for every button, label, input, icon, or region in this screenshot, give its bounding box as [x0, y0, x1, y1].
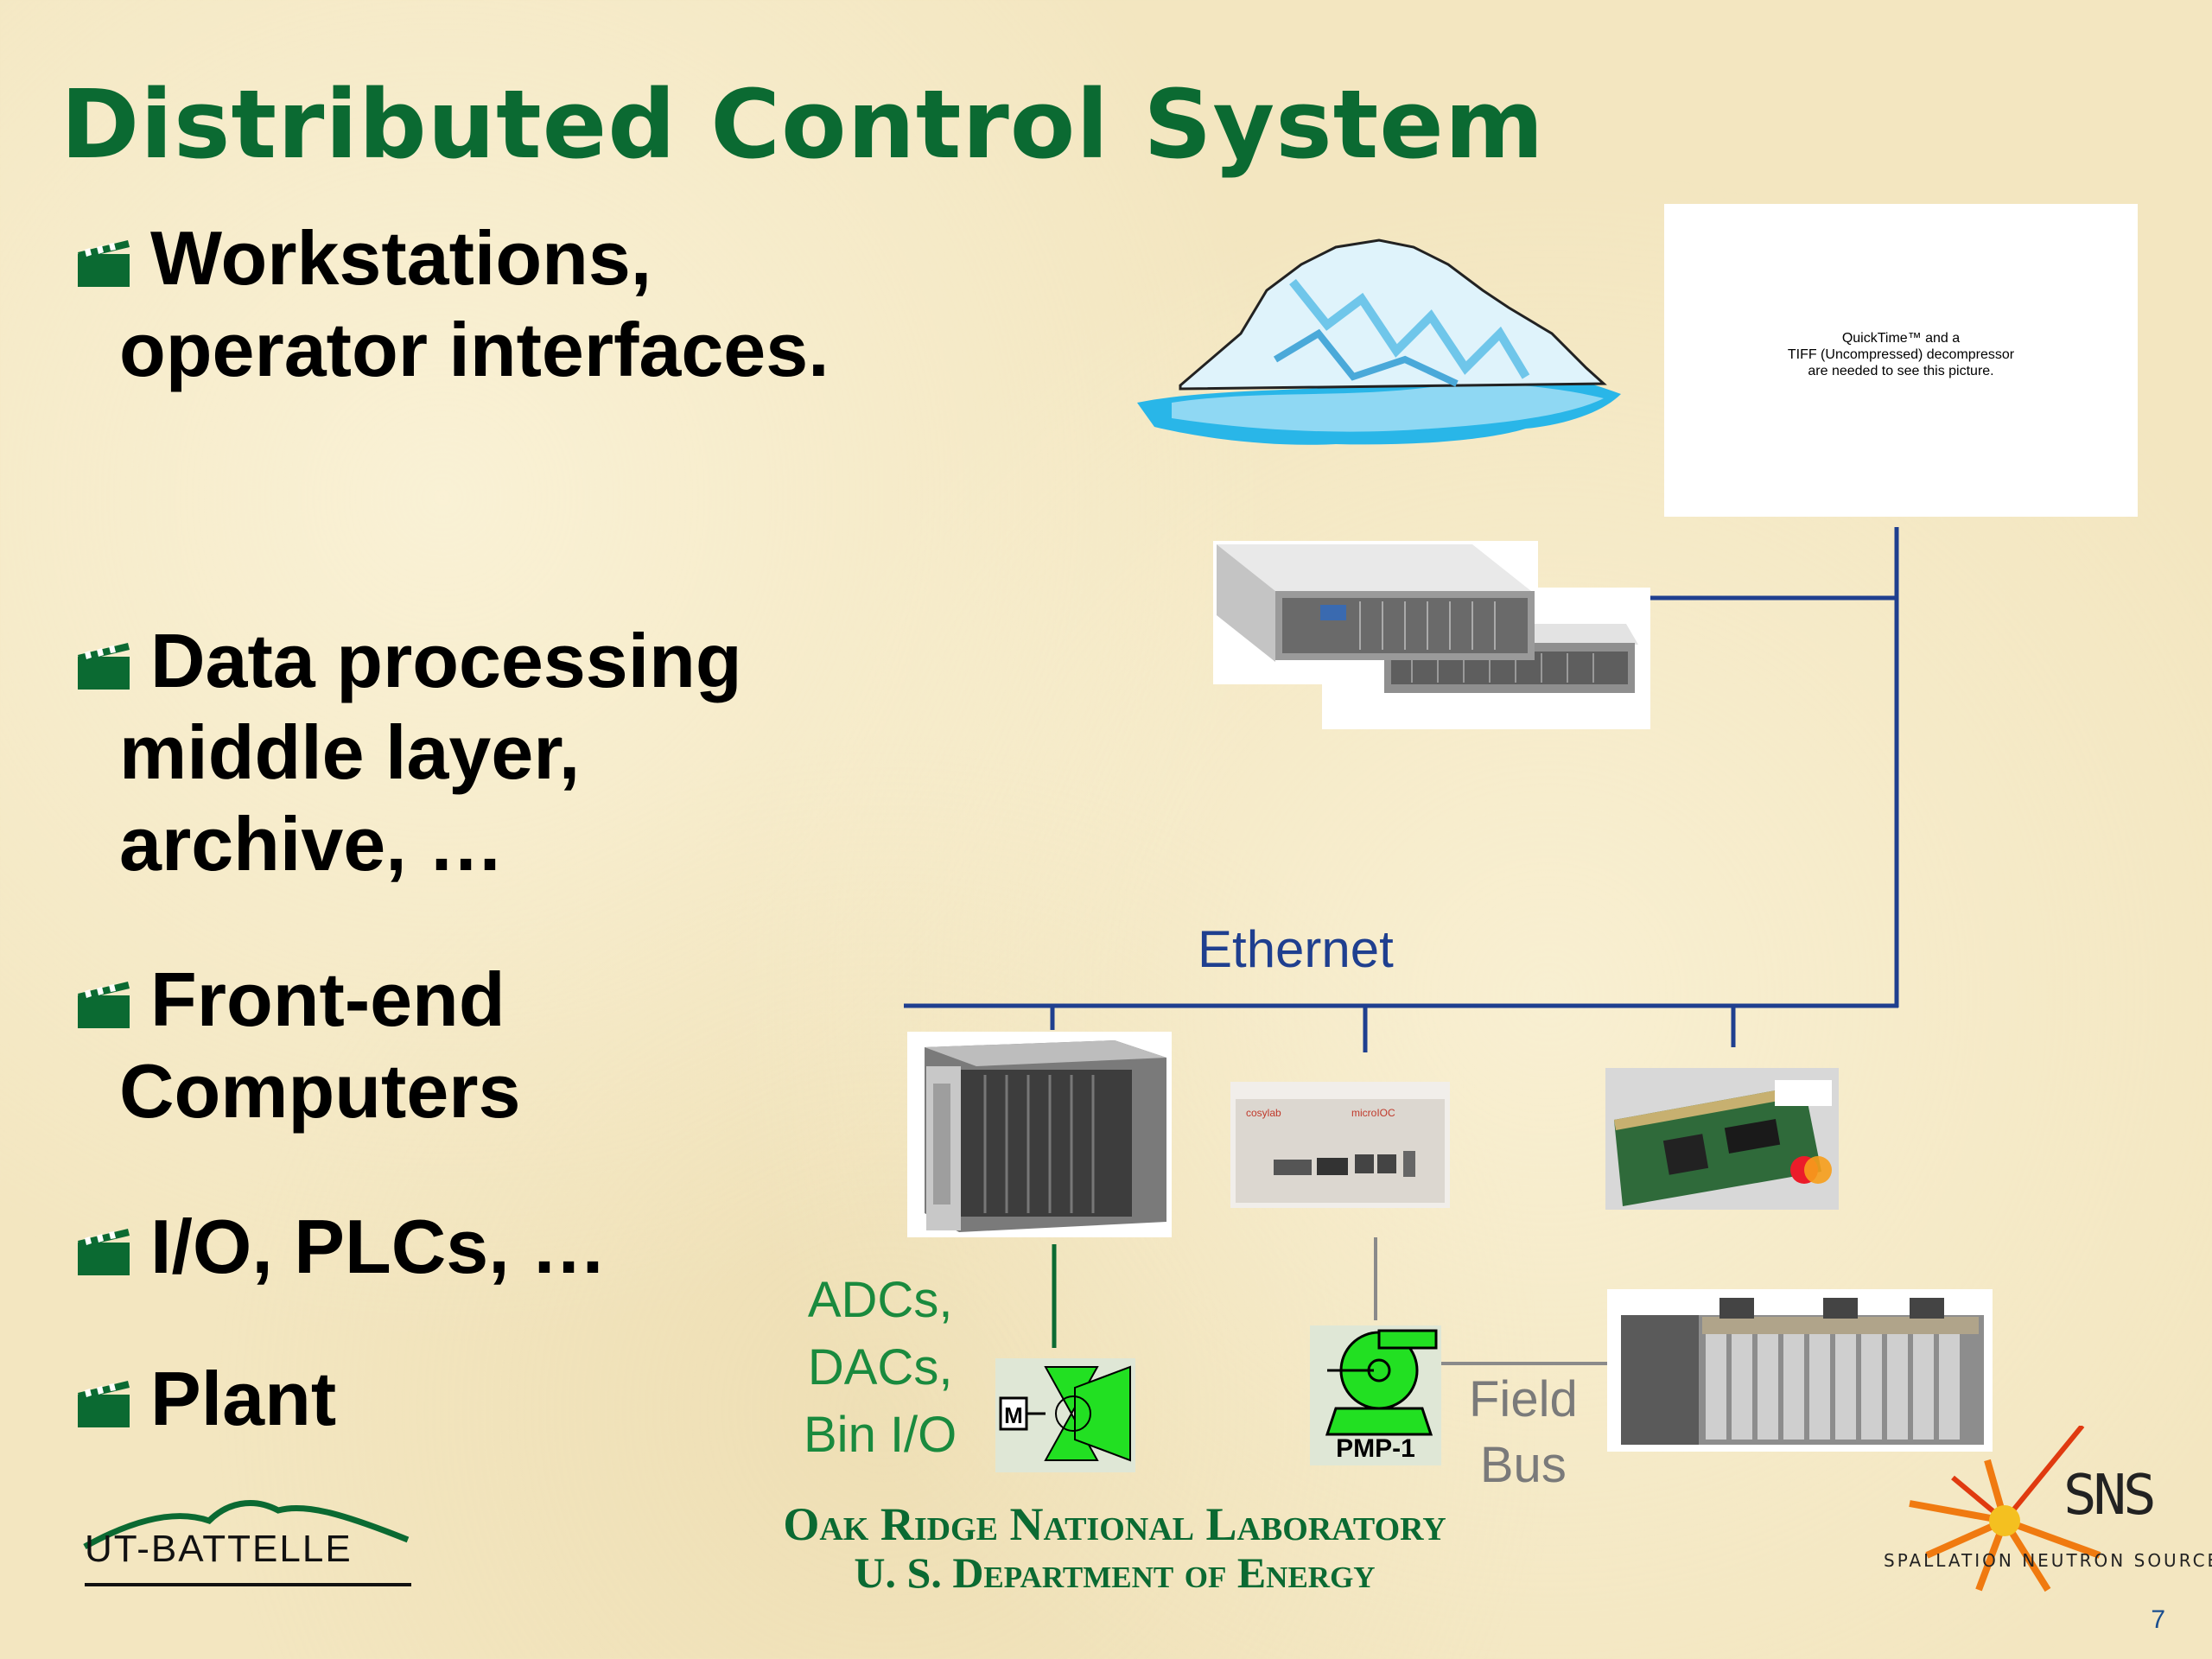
- microioc-image: cosylab microIOC: [1230, 1082, 1450, 1208]
- clapperboard-icon: [78, 240, 130, 287]
- clapperboard-icon: [78, 982, 130, 1028]
- bullet-line: Front-end: [150, 957, 505, 1042]
- bullet-front-end: Front-end Computers: [76, 954, 521, 1137]
- rack-servers-image: [1213, 541, 1650, 729]
- server-front: [1217, 544, 1535, 662]
- chassis-brand-label: cosylab: [1246, 1107, 1281, 1119]
- bullet-line: Workstations,: [150, 215, 652, 301]
- quicktime-placeholder: QuickTime™ and a TIFF (Uncompressed) dec…: [1664, 204, 2138, 517]
- bullet-io-plcs: I/O, PLCs, …: [76, 1201, 607, 1293]
- vme-crate-image: [907, 1032, 1172, 1237]
- bullet-line: Computers: [119, 1048, 521, 1134]
- label-line: ADCs,: [807, 1272, 953, 1328]
- field-bus-label: Field Bus: [1469, 1367, 1578, 1498]
- motor-label: M: [1004, 1402, 1023, 1428]
- label-line: Field: [1469, 1371, 1578, 1427]
- page-number: 7: [2151, 1605, 2165, 1634]
- clapperboard-icon: [78, 1229, 130, 1275]
- slide-title: Distributed Control System: [60, 69, 1545, 180]
- sns-logo-subtext: SPALLATION NEUTRON SOURCE: [1884, 1550, 2212, 1571]
- clapperboard-icon: [78, 643, 130, 690]
- ut-battelle-logo-text: UT-BATTELLE: [85, 1528, 353, 1570]
- footer-organization: Oak Ridge National Laboratory U. S. Depa…: [709, 1500, 1521, 1597]
- department-name: U. S. Department of Energy: [854, 1548, 1376, 1597]
- label-line: DACs,: [807, 1339, 953, 1395]
- embedded-board-image: [1605, 1068, 1839, 1210]
- chassis-model-label: microIOC: [1351, 1107, 1395, 1119]
- ethernet-label: Ethernet: [1198, 920, 1394, 978]
- bullet-line: archive, …: [119, 801, 505, 887]
- io-types-label: ADCs, DACs, Bin I/O: [804, 1267, 957, 1469]
- bullet-line: operator interfaces.: [119, 307, 830, 392]
- bullet-data-processing: Data processing middle layer, archive, …: [76, 615, 742, 890]
- placeholder-line: TIFF (Uncompressed) decompressor: [1787, 347, 2015, 362]
- lab-name: Oak Ridge National Laboratory: [783, 1498, 1446, 1550]
- sns-logo-text: SNS: [2063, 1464, 2157, 1528]
- bullet-line: Plant: [150, 1356, 337, 1441]
- iceberg-image: [1137, 238, 1621, 445]
- label-line: Bin I/O: [804, 1407, 957, 1463]
- placeholder-line: QuickTime™ and a: [1841, 331, 1961, 346]
- plc-rack-image: [1607, 1289, 1993, 1452]
- bullet-line: middle layer,: [119, 709, 581, 795]
- bullet-line: I/O, PLCs, …: [150, 1204, 607, 1289]
- sns-starburst-logo: [1909, 1426, 2101, 1592]
- ut-battelle-mountain-logo: [83, 1500, 411, 1586]
- label-line: Bus: [1479, 1437, 1567, 1493]
- valve-icon: M: [995, 1358, 1135, 1472]
- pump-label: PMP-1: [1336, 1434, 1415, 1463]
- bullet-plant: Plant: [76, 1353, 336, 1445]
- clapperboard-icon: [78, 1381, 130, 1427]
- bullet-workstations: Workstations, operator interfaces.: [76, 213, 830, 396]
- pump-icon: PMP-1: [1310, 1325, 1441, 1465]
- placeholder-line: are needed to see this picture.: [1808, 364, 1994, 378]
- bullet-line: Data processing: [150, 618, 742, 703]
